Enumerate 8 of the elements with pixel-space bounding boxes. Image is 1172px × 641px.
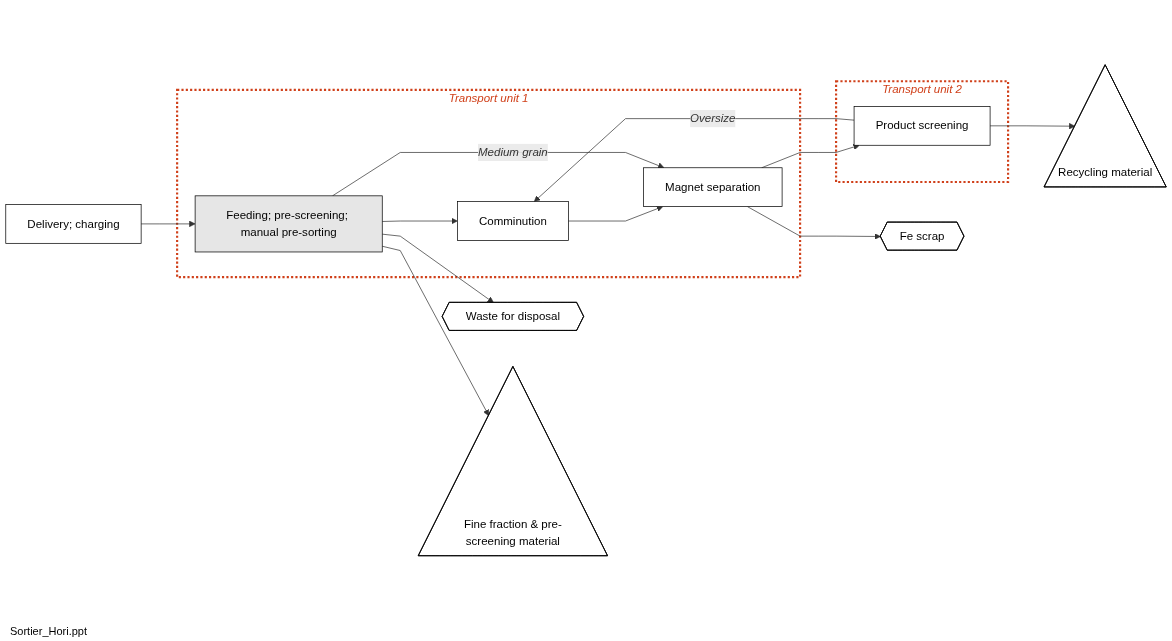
node-box: Delivery; charging	[5, 204, 142, 244]
node-box: Comminution	[457, 201, 569, 242]
node-box: Feeding; pre-screening; manual pre-sorting	[194, 195, 383, 253]
file-name-note: Sortier_Hori.ppt	[10, 625, 89, 637]
node-box: Product screening	[853, 106, 991, 146]
edge-label: Oversize	[690, 112, 736, 125]
edge-label: Medium grain	[478, 146, 548, 159]
node-box: Magnet separation	[643, 167, 783, 208]
